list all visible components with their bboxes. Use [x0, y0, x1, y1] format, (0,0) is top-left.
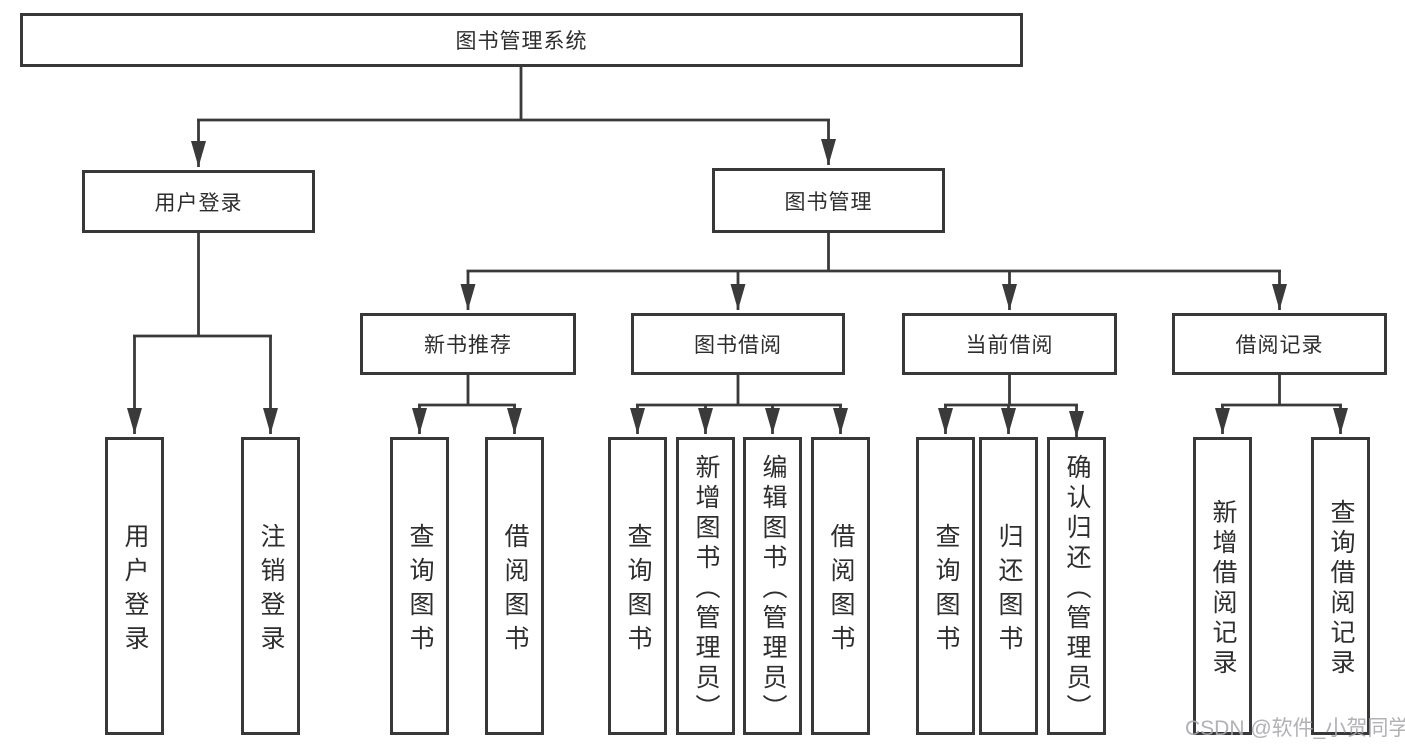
csdn-watermark: CSDN @软件_小贺同学: [1185, 717, 1405, 740]
node-label: 图书借阅: [694, 334, 782, 357]
node-label: 查询借阅记录: [1327, 498, 1355, 679]
node-label: 查询图书: [932, 522, 960, 659]
node-borrow-records: 借阅记录: [1172, 313, 1387, 375]
leaf-query-books-borrow: 查询图书: [608, 437, 667, 735]
node-book-management: 图书管理: [712, 168, 945, 233]
leaf-return-books: 归还图书: [979, 437, 1038, 735]
node-label: 确认归还（管理员）: [1063, 453, 1091, 724]
node-label: 用户登录: [154, 191, 243, 215]
node-label: 借阅记录: [1235, 334, 1324, 357]
node-label: 查询图书: [406, 522, 434, 659]
node-label: 注销登录: [257, 522, 285, 659]
leaf-edit-books-admin: 编辑图书（管理员）: [743, 437, 802, 735]
node-label: 图书管理: [784, 190, 873, 214]
leaf-confirm-return-admin: 确认归还（管理员）: [1047, 437, 1106, 735]
node-label: 图书管理系统: [455, 30, 588, 53]
leaf-query-books-current: 查询图书: [916, 437, 975, 735]
node-label: 借阅图书: [827, 522, 855, 659]
node-label: 用户登录: [121, 522, 149, 659]
leaf-query-books-recommend: 查询图书: [390, 437, 449, 735]
node-label: 归还图书: [995, 522, 1023, 659]
node-label: 借阅图书: [501, 522, 529, 659]
node-user-login: 用户登录: [82, 170, 315, 233]
leaf-add-borrow-record: 新增借阅记录: [1193, 437, 1252, 735]
node-label: 当前借阅: [965, 334, 1054, 357]
leaf-add-books-admin: 新增图书（管理员）: [676, 437, 735, 735]
leaf-query-borrow-record: 查询借阅记录: [1311, 437, 1370, 735]
leaf-logout: 注销登录: [241, 437, 300, 735]
leaf-borrow-books: 借阅图书: [811, 437, 870, 735]
leaf-borrow-books-recommend: 借阅图书: [485, 437, 544, 735]
node-label: 新增借阅记录: [1209, 498, 1237, 679]
node-library-management-system: 图书管理系统: [20, 13, 1023, 67]
node-current-borrow: 当前借阅: [902, 313, 1117, 375]
node-book-borrow: 图书借阅: [631, 313, 845, 375]
leaf-user-login: 用户登录: [105, 437, 164, 735]
node-label: 查询图书: [624, 522, 652, 659]
node-label: 新书推荐: [424, 334, 512, 357]
node-label: 编辑图书（管理员）: [759, 453, 787, 724]
node-label: 新增图书（管理员）: [692, 453, 720, 724]
node-new-book-recommend: 新书推荐: [360, 313, 576, 375]
